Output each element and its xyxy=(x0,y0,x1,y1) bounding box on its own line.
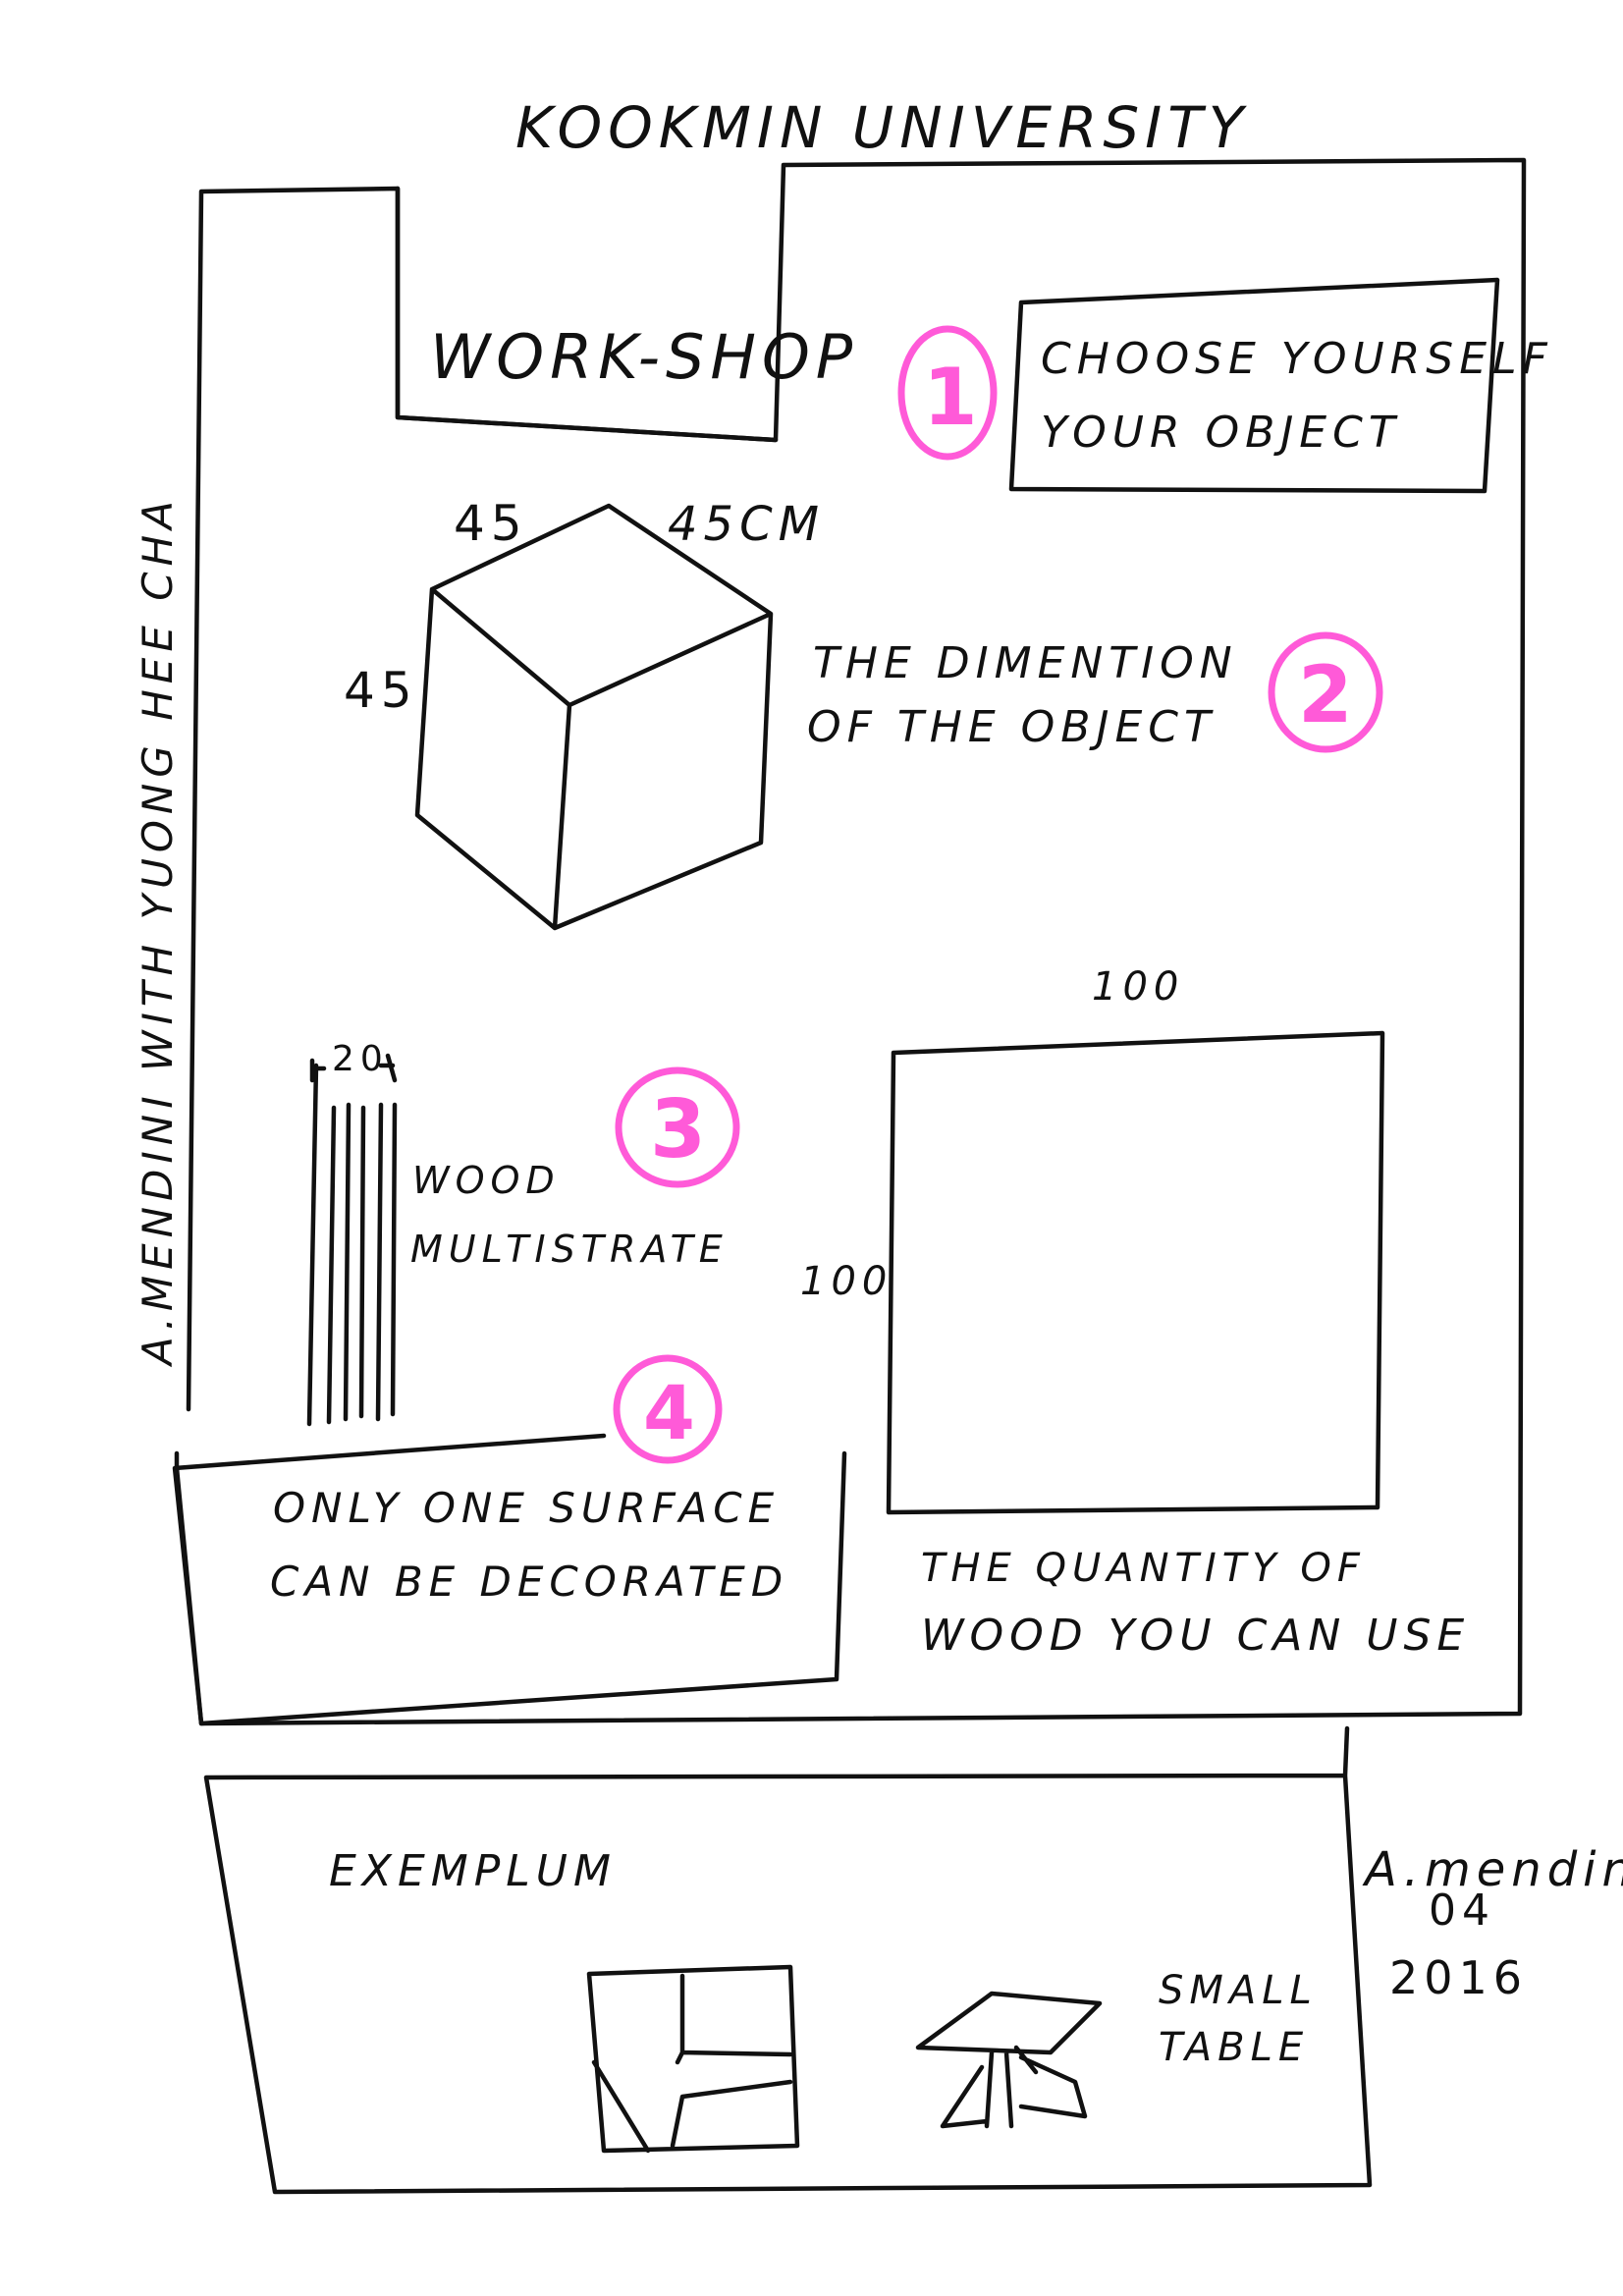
thickness-dimension xyxy=(309,1053,398,1083)
wood-panel-square xyxy=(886,1030,1385,1515)
exemplum-label: EXEMPLUM xyxy=(329,1846,617,1896)
cube-drawing xyxy=(414,503,774,931)
step2-marker-circle xyxy=(1268,631,1383,753)
panel-line1: THE QUANTITY OF xyxy=(921,1546,1366,1591)
step2-line2: OF THE OBJECT xyxy=(807,702,1217,752)
step4-line1: ONLY ONE SURFACE xyxy=(273,1484,780,1532)
dim-top-left: 45 xyxy=(454,495,528,552)
cut-plan-drawing xyxy=(586,1964,800,2154)
exemplum-box xyxy=(203,1725,1373,2195)
small-table-line1: SMALL xyxy=(1159,1968,1318,2013)
signature-year: 2016 xyxy=(1389,1951,1528,2004)
dim-left: 45 xyxy=(344,662,418,719)
thickness-label: 20 xyxy=(332,1039,389,1079)
step1-marker-circle xyxy=(897,325,998,461)
signature-name: A.mendini xyxy=(1362,1842,1623,1897)
step4-line2: CAN BE DECORATED xyxy=(270,1558,788,1606)
small-table-drawing xyxy=(915,1991,1103,2129)
panel-line2: WOOD YOU CAN USE xyxy=(921,1611,1470,1661)
panel-width-label: 100 xyxy=(1092,964,1184,1010)
title: KOOKMIN UNIVERSITY xyxy=(515,94,1249,161)
signature-month: 04 xyxy=(1429,1886,1495,1936)
workshop-label: WORK-SHOP xyxy=(430,321,858,393)
step2-line1: THE DIMENTION xyxy=(813,638,1238,688)
step3-line1: WOOD xyxy=(412,1159,561,1202)
panel-height-label: 100 xyxy=(800,1259,893,1304)
step1-box xyxy=(1008,277,1500,494)
workshop-box xyxy=(395,186,779,443)
step4-number: 4 xyxy=(643,1369,695,1456)
step2-number: 2 xyxy=(1298,649,1353,740)
dim-top-right: 45CM xyxy=(668,497,825,552)
step1-line1: CHOOSE YOURSELF xyxy=(1041,334,1553,384)
multistrate-layers xyxy=(306,1063,398,1427)
step3-marker-circle xyxy=(615,1066,740,1188)
small-table-line2: TABLE xyxy=(1159,2025,1309,2070)
step3-number: 3 xyxy=(650,1083,706,1176)
step1-line2: YOUR OBJECT xyxy=(1041,408,1401,458)
step1-number: 1 xyxy=(923,352,978,443)
step4-box xyxy=(172,1433,847,1726)
side-credit: A.MENDINI WITH YUONG HEE CHA xyxy=(134,495,182,1368)
step3-line2: MULTISTRATE xyxy=(410,1228,729,1271)
step4-marker-circle xyxy=(613,1354,723,1464)
